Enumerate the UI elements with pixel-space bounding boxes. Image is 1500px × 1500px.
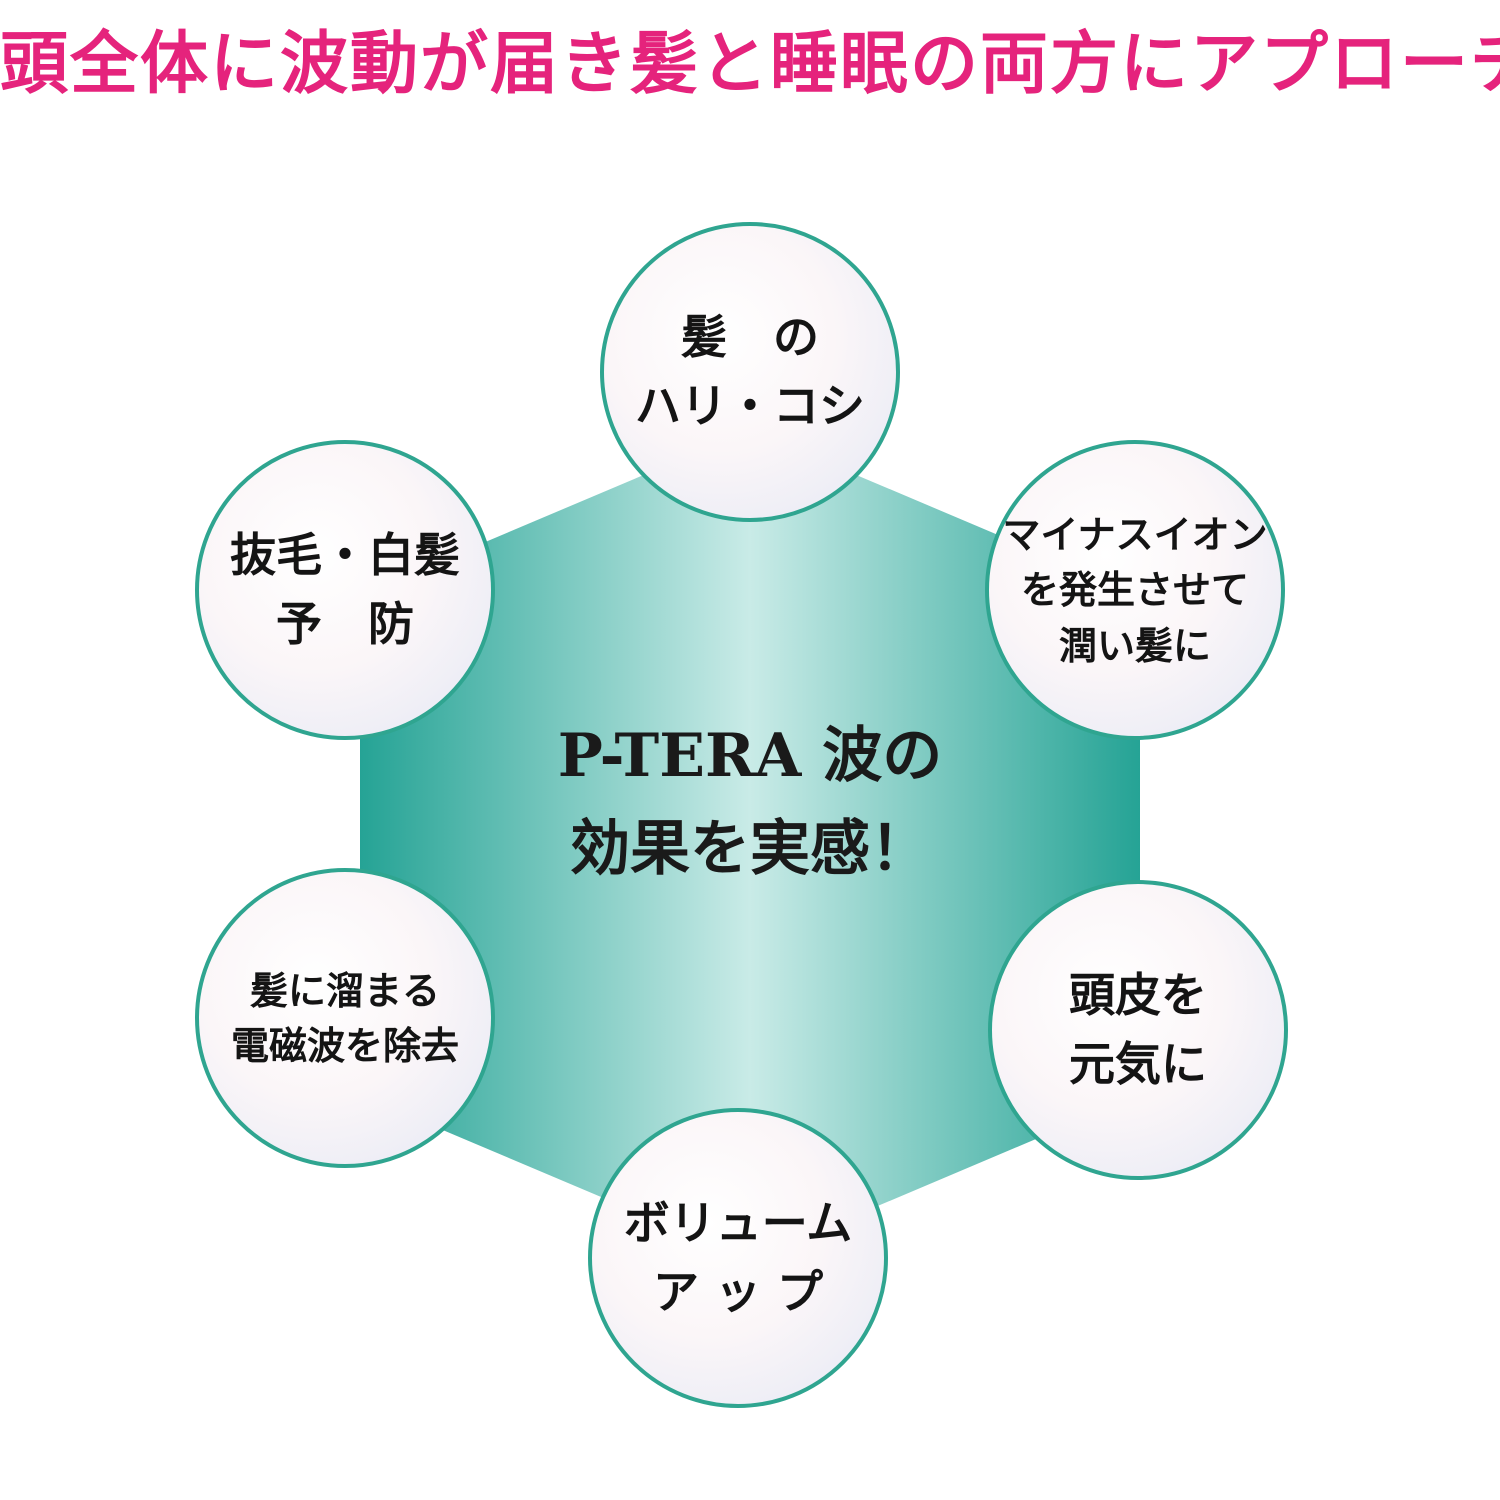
bubble-electromagnetic-removal-text: 髪に溜まる 電磁波を除去 [231,963,459,1073]
bubble-hair-loss-prevention-text: 抜毛・白髪 予 防 [230,521,460,659]
bubble-line: 電磁波を除去 [230,1023,459,1068]
bubble-hair-firmness-text: 髪 の ハリ・コシ [635,303,865,441]
bubble-line: 潤い髪に [1058,622,1211,668]
center-line-2: 効果を実感！ [570,814,930,884]
bubble-line: 髪 の [681,310,819,364]
bubble-line: ボリューム [623,1196,853,1250]
bubble-line: を発生させて [1020,567,1249,613]
bubble-line: 予 防 [276,597,414,651]
bubble-scalp-health-text: 頭皮を 元気に [1069,961,1207,1099]
bubble-hair-loss-prevention: 抜毛・白髪 予 防 [195,440,495,740]
bubble-volume-up-text: ボリューム ア ッ プ [624,1189,853,1327]
bubble-hair-firmness: 髪 の ハリ・コシ [600,222,900,522]
bubble-negative-ion: マイナスイオン を発生させて 潤い髪に [985,440,1285,740]
bubble-electromagnetic-removal: 髪に溜まる 電磁波を除去 [195,868,495,1168]
bubble-volume-up: ボリューム ア ッ プ [588,1108,888,1408]
bubble-line: ア ッ プ [652,1265,824,1319]
center-line-1: P-TERA 波の [557,721,943,791]
bubble-line: 頭皮を [1069,968,1207,1022]
bubble-scalp-health: 頭皮を 元気に [988,880,1288,1180]
hexagon-shape [360,430,1140,1260]
bubble-line: 抜毛・白髪 [230,528,460,582]
center-message: P-TERA 波の 効果を実感！ [450,710,1050,896]
bubble-line: ハリ・コシ [635,379,865,433]
bubble-negative-ion-text: マイナスイオン を発生させて 潤い髪に [1002,507,1267,672]
bubble-line: 元気に [1069,1037,1207,1091]
headline: 頭全体に波動が届き髪と睡眠の両方にアプローチ [0,24,1500,104]
bubble-line: マイナスイオン [1002,512,1268,558]
bubble-line: 髪に溜まる [249,967,440,1013]
